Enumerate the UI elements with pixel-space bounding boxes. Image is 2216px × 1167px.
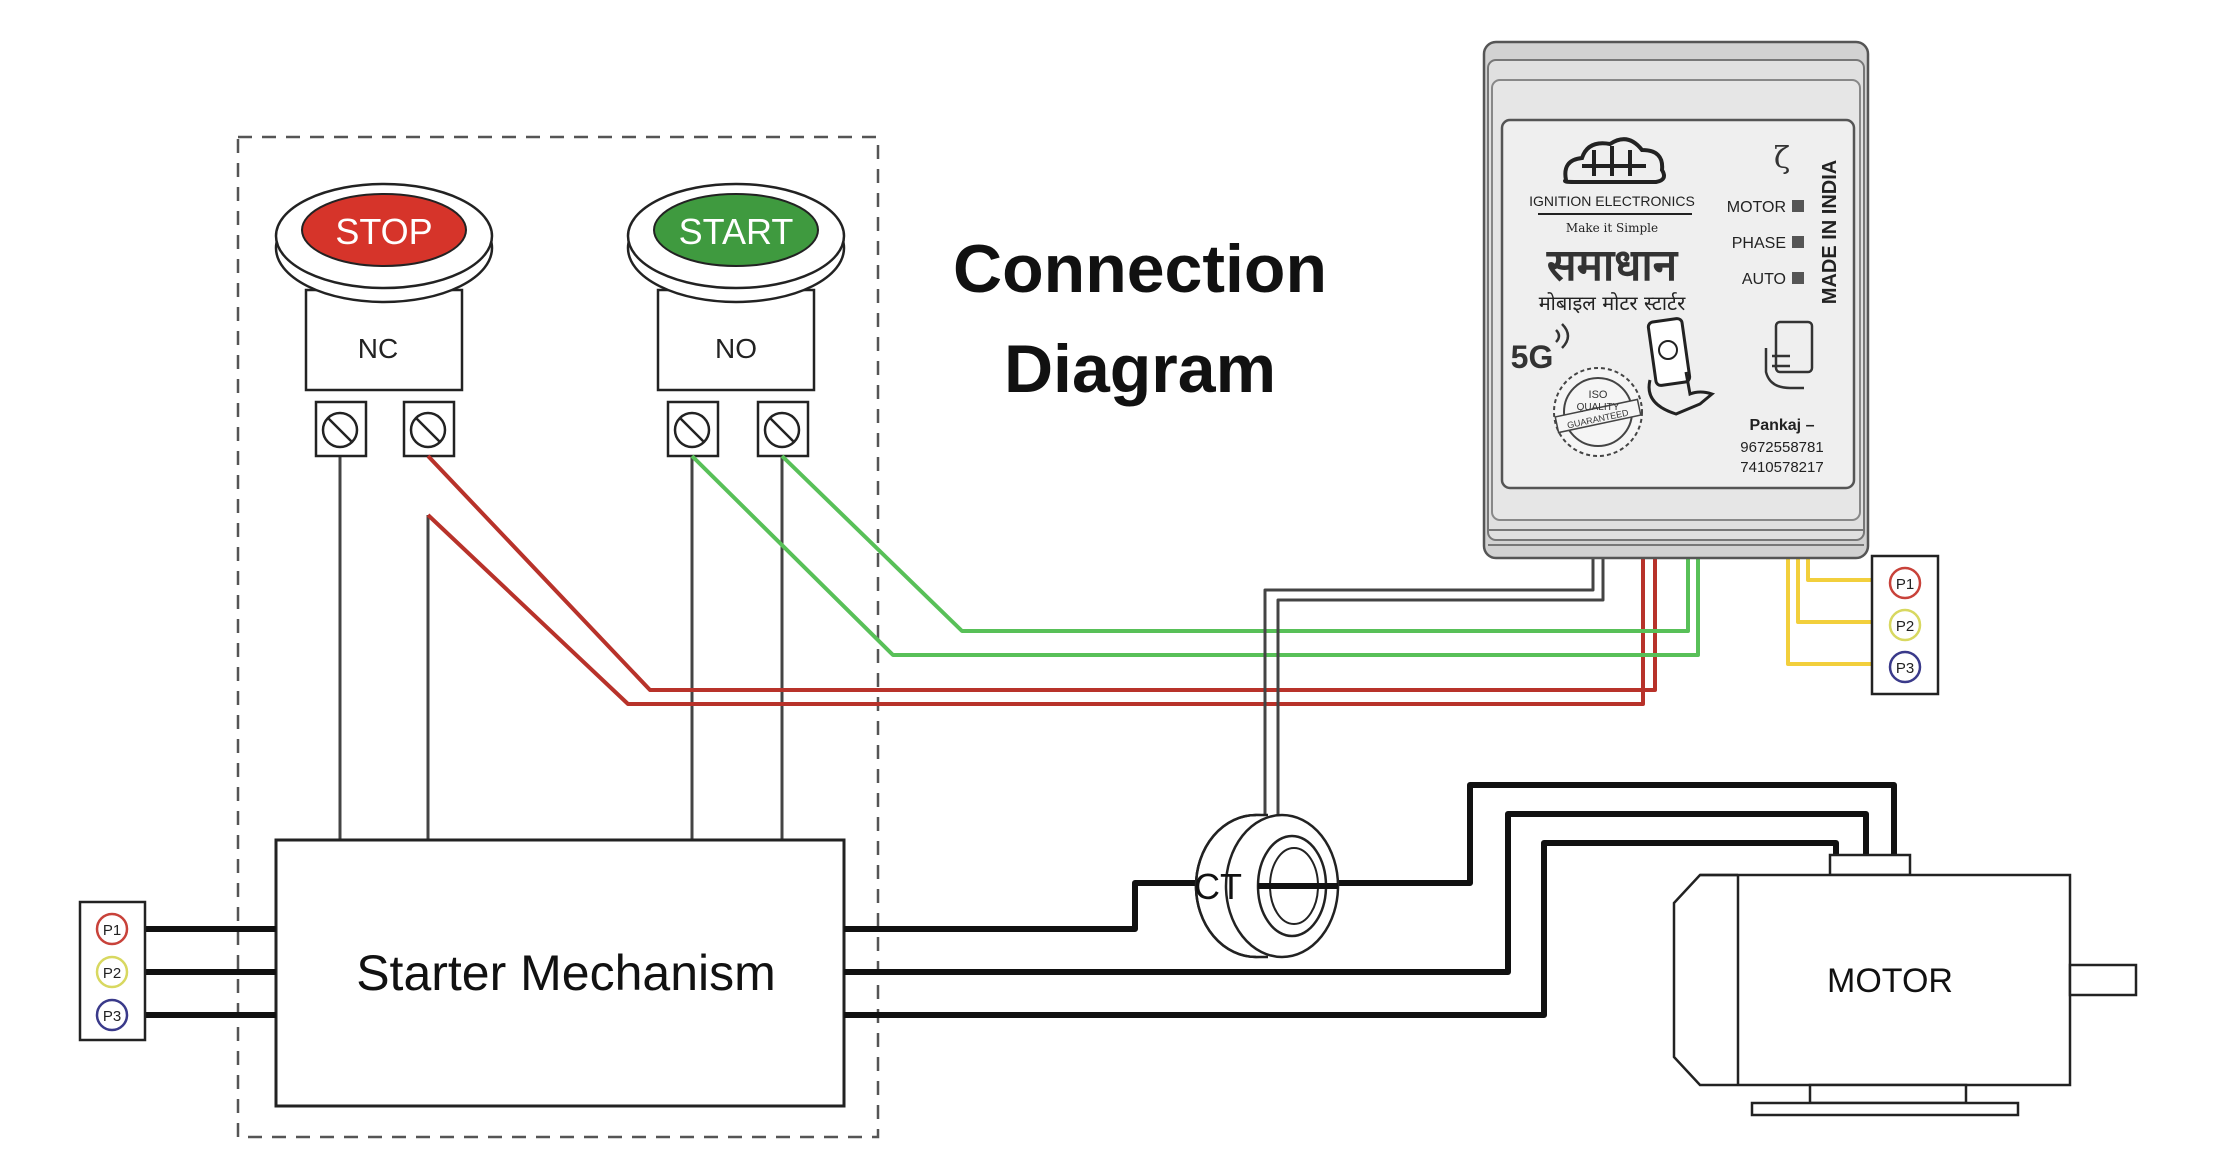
start-contact-label: NO (715, 333, 757, 364)
title-line-2: Diagram (1004, 331, 1276, 407)
cloud-logo-icon (1563, 137, 1666, 184)
title-line-1: Connection (953, 231, 1327, 307)
stop-button: STOP NC (274, 182, 494, 458)
device-corner-glyph: ζ (1774, 141, 1790, 176)
right-p1-label: P1 (1896, 576, 1914, 593)
right-p3-label: P3 (1896, 660, 1914, 677)
device-phone-2: 7410578217 (1740, 459, 1823, 476)
device-product-subtitle: मोबाइल मोटर स्टार्टर (1539, 291, 1686, 315)
indicator-phase-label: PHASE (1732, 235, 1786, 252)
indicator-motor-led (1792, 200, 1804, 212)
input-phase-wires (145, 926, 276, 1018)
stop-terminal-right (402, 400, 456, 458)
indicator-auto-label: AUTO (1742, 271, 1786, 288)
ct-label: CT (1194, 866, 1242, 907)
starter-enclosure (236, 135, 880, 1139)
left-p1-label: P1 (103, 922, 121, 939)
device-contact-name: Pankaj – (1750, 417, 1815, 434)
seal-line-quality: QUALITY (1577, 402, 1620, 413)
device-tagline: Make it Simple (1566, 221, 1658, 235)
green-wire-pair (690, 454, 1700, 657)
motor-power-wires (844, 782, 1897, 1018)
hand-card-icon (1764, 320, 1814, 390)
start-terminal-left (666, 400, 720, 458)
right-p2-label: P2 (1896, 618, 1914, 635)
signal-icon (1555, 323, 1570, 349)
button-wires (338, 455, 784, 840)
motor-base (1750, 1101, 2020, 1117)
start-button: START NO (626, 182, 846, 458)
left-p2-marker (95, 955, 129, 989)
start-terminal-right (756, 400, 810, 458)
device-brand: IGNITION ELECTRONICS (1529, 193, 1695, 209)
red-wire-pair (426, 454, 1657, 706)
stop-contact-label: NC (358, 333, 398, 364)
diagram-title: Connection Diagram (953, 231, 1327, 407)
right-p2-marker (1888, 608, 1922, 642)
stop-button-cap (301, 193, 467, 267)
left-p1-marker (95, 912, 129, 946)
quality-seal-icon: ISO QUALITY GUARANTEED (1553, 367, 1643, 457)
mobile-starter-device: IGNITION ELECTRONICS Make it Simple समाध… (1482, 40, 1870, 560)
starter-mechanism-box (274, 838, 846, 1108)
motor-shaft (2068, 963, 2138, 997)
motor-terminal-box (1828, 853, 1912, 877)
motor-label: MOTOR (1827, 962, 1953, 1000)
indicator-auto-led (1792, 272, 1804, 284)
motor: MOTOR (1672, 853, 2138, 1117)
stop-button-label: STOP (335, 211, 432, 252)
start-button-cap (653, 193, 819, 267)
left-p3-label: P3 (103, 1008, 121, 1025)
left-p3-marker (95, 998, 129, 1032)
device-network-badge: 5G (1511, 339, 1554, 375)
device-phone-1: 9672558781 (1740, 439, 1823, 456)
yellow-phase-wires (1786, 558, 1872, 666)
starter-mechanism-label: Starter Mechanism (356, 945, 776, 1001)
phone-in-hand-icon (1646, 317, 1716, 416)
device-phase-terminal: P1 P2 P3 (1870, 554, 1940, 696)
stop-terminal-left (314, 400, 368, 458)
ct-sense-wires (1263, 558, 1605, 818)
device-indicators: MOTOR PHASE AUTO (1727, 199, 1804, 288)
device-product-name: समाधान (1546, 240, 1679, 291)
device-made-in: MADE IN INDIA (1819, 160, 1841, 304)
right-p1-marker (1888, 566, 1922, 600)
right-p3-marker (1888, 650, 1922, 684)
current-transformer: CT (1194, 813, 1340, 959)
indicator-motor-label: MOTOR (1727, 199, 1786, 216)
seal-line-iso: ISO (1589, 389, 1608, 401)
indicator-phase-led (1792, 236, 1804, 248)
input-phase-terminal: P1 P2 P3 (78, 900, 147, 1042)
start-button-label: START (679, 211, 794, 252)
left-p2-label: P2 (103, 965, 121, 982)
